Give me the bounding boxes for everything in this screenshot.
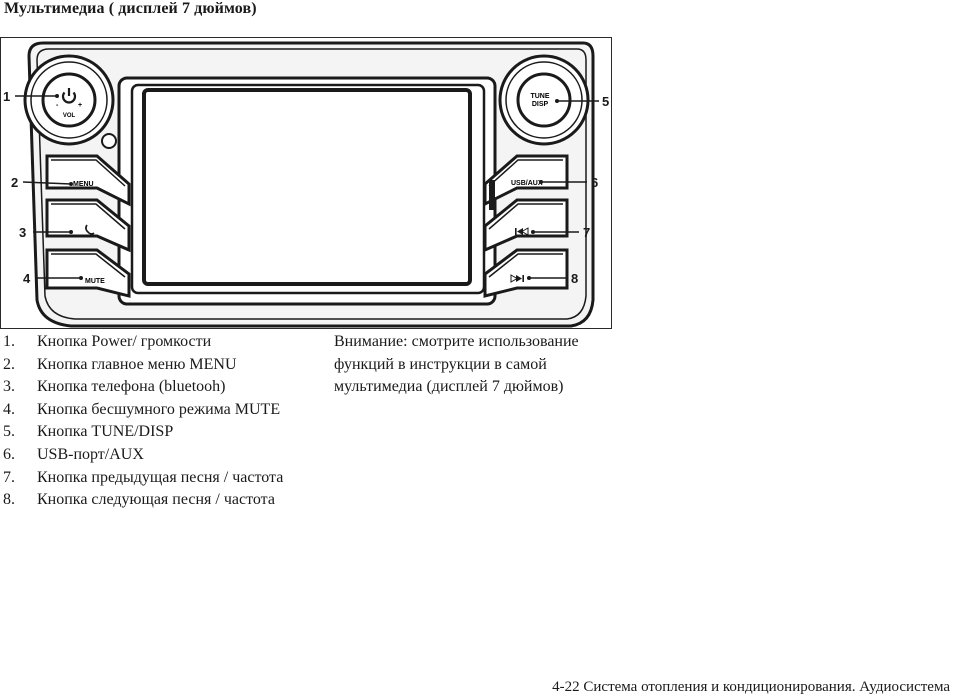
controls-legend-list: 1.Кнопка Power/ громкости 2.Кнопка главн… [3, 331, 303, 512]
page-footer: 4-22 Система отопления и кондиционирован… [552, 679, 950, 695]
callout-5: 5 [602, 94, 609, 109]
menu-label: MENU [73, 181, 94, 188]
list-item: 3.Кнопка телефона (bluetooh) [3, 378, 226, 396]
list-item: 2.Кнопка главное меню MENU [3, 355, 237, 373]
callout-7: 7 [583, 225, 590, 240]
usb-port-slot [489, 180, 495, 210]
prev-track-icon [515, 227, 529, 236]
tune-label: TUNE [530, 93, 549, 100]
touch-display [142, 88, 472, 286]
mute-button[interactable] [45, 248, 131, 298]
disp-label: DISP [532, 101, 549, 108]
list-item: 6.USB-порт/AUX [3, 445, 144, 463]
next-track-button[interactable] [483, 248, 569, 298]
page-title: Мультимедиа ( дисплей 7 дюймов) [4, 0, 257, 17]
mute-label: MUTE [85, 278, 105, 285]
phone-button[interactable] [45, 198, 131, 253]
list-item: 7.Кнопка предыдущая песня / частота [3, 468, 284, 486]
callout-2: 2 [11, 175, 18, 190]
phone-icon [85, 224, 95, 235]
callout-8: 8 [571, 271, 578, 286]
list-item: 8.Кнопка следующая песня / частота [3, 491, 275, 509]
list-item: 1.Кнопка Power/ громкости [3, 333, 212, 350]
power-icon[interactable] [61, 88, 77, 104]
bezel-inner-outline [36, 48, 587, 320]
callout-6: 6 [591, 175, 598, 190]
head-unit-figure: VOL - + TUNE DISP MENU MUTE [0, 37, 612, 329]
head-unit-diagram: VOL - + TUNE DISP MENU MUTE [3, 41, 609, 328]
usb-aux-label: USB/AUX [511, 180, 543, 187]
list-item: 4.Кнопка бесшумного режима MUTE [3, 400, 281, 418]
callout-3: 3 [19, 225, 26, 240]
prev-track-button[interactable] [483, 198, 569, 253]
tune-disp-knob [516, 72, 572, 128]
usb-aux-button[interactable] [483, 154, 569, 207]
attention-note: Внимание: смотрите использование функций… [334, 333, 579, 396]
vol-label: VOL [63, 113, 76, 119]
next-track-icon [510, 274, 524, 283]
microphone-hole [101, 133, 117, 149]
list-item: 5.Кнопка TUNE/DISP [3, 423, 174, 441]
power-volume-knob [41, 72, 97, 128]
menu-button[interactable] [45, 154, 131, 207]
vol-plus-icon: + [78, 102, 82, 109]
callout-1: 1 [3, 89, 10, 104]
callout-4: 4 [23, 271, 31, 286]
vol-minus-icon: - [56, 102, 59, 109]
